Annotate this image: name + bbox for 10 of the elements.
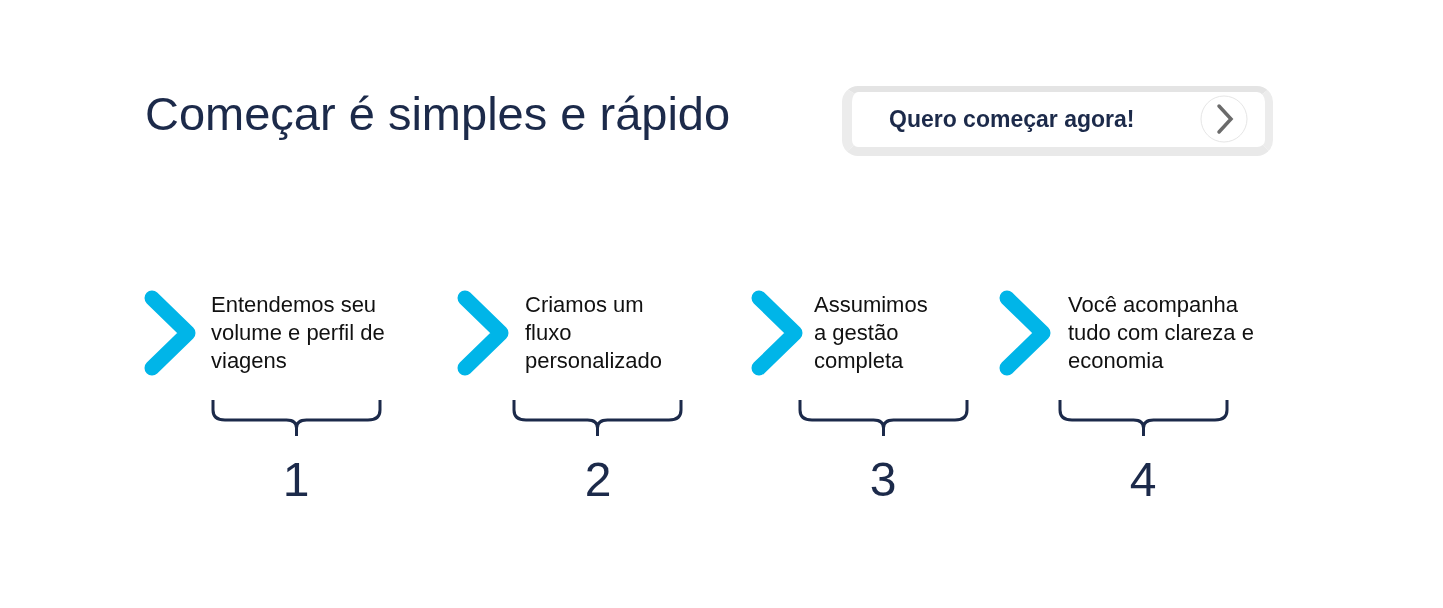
step-text: Criamos um fluxo personalizado <box>525 291 663 375</box>
step-number: 3 <box>868 455 898 505</box>
start-now-button: Quero começar agora! <box>842 86 1273 156</box>
step-number: 2 <box>583 455 613 505</box>
step-text: Entendemos seu volume e perfil de viagens <box>211 291 386 375</box>
step-number: 4 <box>1128 455 1158 505</box>
step-text: Assumimos a gestão completa <box>814 291 929 375</box>
title: Começar é simples e rápido <box>145 86 731 141</box>
step-text: Você acompanha tudo com clareza e economia <box>1068 291 1255 375</box>
step-number: 1 <box>281 455 311 505</box>
